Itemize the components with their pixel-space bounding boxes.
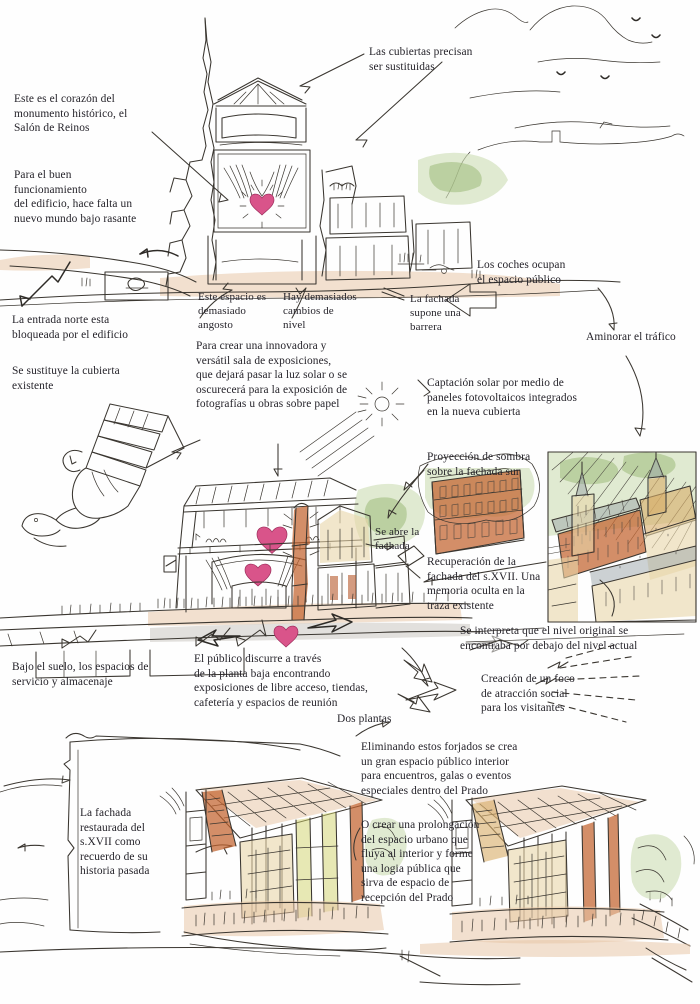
- note-publico-planta-baja: El público discurre a través de la plant…: [194, 653, 368, 709]
- note-aminorar-trafico: Aminorar el tráfico: [586, 331, 676, 343]
- note-entrada-norte: La entrada norte esta bloqueada por el e…: [12, 314, 129, 341]
- sketch-hand-roof: [21, 403, 201, 547]
- note-se-abre-fachada: Se abre la fachada: [375, 526, 420, 553]
- sun-icon: [357, 381, 405, 427]
- creacion-arrows: [535, 661, 569, 685]
- bird-icons: [556, 17, 661, 80]
- note-espacio-angosto: Este espacio es demasiado angosto: [198, 291, 267, 332]
- heart-icon: [244, 563, 272, 587]
- note-prolongacion-urbana: O crear una prolongación del espacio urb…: [361, 819, 480, 904]
- note-eliminando-forjados: Eliminando estos forjados se crea un gra…: [361, 741, 518, 797]
- key-plan-outline: [65, 732, 341, 757]
- crowd: [195, 888, 369, 927]
- note-fachada-barrera: La fachada supone una barrera: [410, 293, 461, 334]
- people-group: [397, 252, 481, 279]
- note-cambios-nivel: Hay demasiados cambios de nivel: [283, 291, 357, 332]
- sketch-aerial-historic: [547, 451, 697, 623]
- sketch-interior-left: [159, 777, 407, 957]
- cloud-lines: [454, 5, 671, 129]
- heart-icon: [249, 193, 275, 216]
- radiating-dashes: [547, 643, 641, 723]
- note-recuperacion-fachada: Recuperación de la fachada del s.XVII. U…: [427, 556, 541, 612]
- note-fachada-restaurada: La fachada restaurada del s.XVII como re…: [80, 807, 150, 878]
- bottom-ground: [0, 940, 693, 986]
- annotation-arrows-top: [19, 53, 646, 437]
- note-cubiertas: Las cubiertas precisan ser sustituidas: [369, 46, 473, 73]
- note-nivel-original: Se interpreta que el nivel original se e…: [460, 625, 638, 652]
- note-proyeccion-sombra: Proyección de sombra sobre la fachada su…: [427, 451, 531, 478]
- note-buen-funcionamiento: Para el buen funcionamiento del edificio…: [14, 169, 137, 225]
- crowd: [61, 590, 449, 615]
- heart-icon: [273, 625, 299, 648]
- heart-icon: [256, 526, 288, 554]
- annotation-arrows-lower: [3, 627, 529, 861]
- dos-plantas-bracket: [397, 659, 433, 713]
- people-left: [81, 277, 91, 287]
- facade-surround: [417, 453, 540, 524]
- crowd: [461, 894, 635, 933]
- roof-figures: [333, 182, 351, 191]
- note-captacion-solar: Captación solar por medio de paneles fot…: [427, 377, 577, 419]
- sketch-facade-xvii: [425, 468, 535, 555]
- note-foco-atraccion: Creación de un foco de atracción social …: [481, 673, 575, 715]
- note-sustituye-cubierta: Se sustituye la cubierta existente: [12, 365, 120, 392]
- note-dos-plantas: Dos plantas: [337, 713, 392, 725]
- note-sala-innovadora: Para crear una innovadora y versátil sal…: [196, 340, 348, 411]
- sketch-interior-right: [427, 785, 695, 947]
- note-bajo-suelo: Bajo el suelo, los espacios de servicio …: [12, 661, 149, 688]
- note-coches: Los coches ocupan el espacio público: [477, 259, 566, 286]
- sketch-section-top: [0, 17, 621, 307]
- note-corazon: Este es el corazón del monumento históri…: [14, 93, 128, 135]
- sketch-section-middle: [0, 381, 481, 679]
- car-icon: [421, 264, 455, 274]
